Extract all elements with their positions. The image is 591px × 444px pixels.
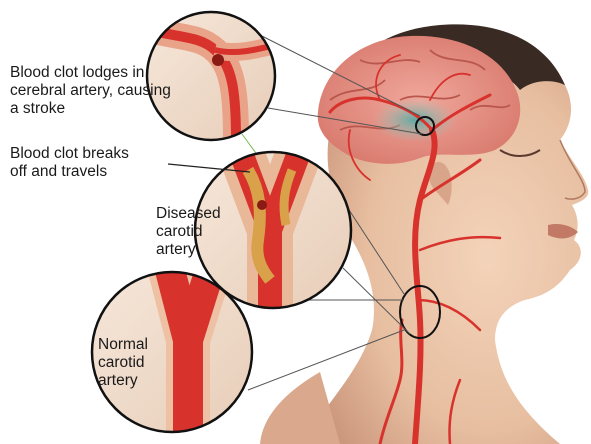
label-normal-carotid: Normal carotid artery bbox=[98, 336, 148, 390]
label-clot-breaks: Blood clot breaks off and travels bbox=[10, 145, 129, 181]
label-diseased-carotid: Diseased carotid artery bbox=[156, 205, 221, 259]
label-clot-lodges: Blood clot lodges in cerebral artery, ca… bbox=[10, 64, 171, 118]
